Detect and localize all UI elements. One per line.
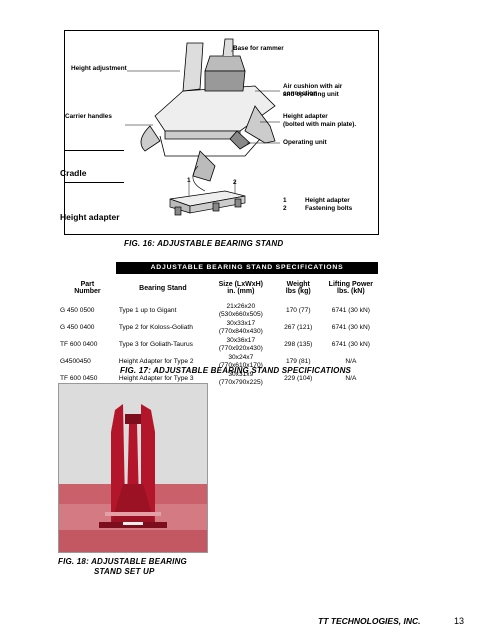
bearing-stand-photo-drawing bbox=[59, 384, 207, 552]
legend-2-text: Fastening bolts bbox=[305, 205, 353, 212]
fig16-caption: FIG. 16: ADJUSTABLE BEARING STAND bbox=[124, 239, 284, 248]
cell-size-inches: 21x26x20 bbox=[226, 302, 256, 310]
header-lifting-line2: lbs. (kN) bbox=[337, 288, 365, 295]
cell-size-mm: (770x840x430) bbox=[218, 327, 263, 335]
cell-size-inches: 30x31x9 bbox=[228, 370, 254, 378]
header-weight-line1: Weight bbox=[286, 281, 310, 288]
fig18-caption-line1: FIG. 18: ADJUSTABLE BEARING bbox=[58, 557, 187, 566]
footer-company: TT TECHNOLOGIES, INC. bbox=[318, 616, 421, 626]
divider-line bbox=[64, 150, 124, 151]
cell-size-mm: (770x920x430) bbox=[218, 344, 263, 352]
header-lifting: Lifting Power lbs. (kN) bbox=[324, 274, 378, 302]
label-air-cushion: Air cushion with air connection bbox=[283, 83, 343, 98]
cell-size-mm: (770x610x170) bbox=[218, 361, 263, 369]
cell-weight: 179 (81) bbox=[285, 358, 311, 365]
table-row: G 450 0500 Type 1 up to Gigant 21x26x20(53… bbox=[58, 302, 378, 319]
cell-bearing-stand: Height Adapter for Type 3 bbox=[118, 375, 194, 382]
cell-lifting-power: 6741 (30 kN) bbox=[331, 307, 370, 314]
cell-bearing-stand: Type 3 for Goliath-Taurus bbox=[118, 341, 193, 348]
label-height-adapter-bolted: Height adapter bbox=[283, 113, 328, 120]
label-cradle: Cradle bbox=[60, 168, 87, 178]
cell-size: 30x33x17(770x840x430) bbox=[209, 319, 273, 336]
header-lifting-line1: Lifting Power bbox=[328, 281, 374, 288]
cell-bearing-stand: Height Adapter for Type 2 bbox=[118, 358, 194, 365]
header-weight: Weight lbs (kg) bbox=[273, 274, 324, 302]
legend-1-num: 1 bbox=[283, 197, 287, 204]
cell-part-number: G 450 0500 bbox=[60, 307, 95, 314]
cell-size-inches: 30x36x17 bbox=[226, 336, 256, 344]
divider-line bbox=[64, 182, 124, 183]
spec-header-row: Part Number Bearing Stand Size (LxWxH) i… bbox=[58, 274, 378, 302]
fig18-caption-line2: STAND SET UP bbox=[94, 567, 155, 576]
header-weight-line2: lbs (kg) bbox=[285, 288, 311, 295]
cell-size: 30x24x7(770x610x170) bbox=[209, 353, 273, 370]
cell-size: 30x36x17(770x920x430) bbox=[209, 336, 273, 353]
cell-weight: 267 (121) bbox=[284, 324, 313, 331]
header-bearing: Bearing Stand bbox=[139, 284, 187, 292]
cell-size-mm: (530x660x505) bbox=[218, 310, 263, 318]
header-size-line1: Size (LxWxH) bbox=[218, 281, 263, 288]
bearing-stand-illustration bbox=[125, 38, 280, 216]
table-row: TF 600 0400 Type 3 for Goliath-Taurus 30x3… bbox=[58, 336, 378, 353]
label-height-adapter: Height adapter bbox=[60, 212, 120, 222]
cell-lifting-power: N/A bbox=[345, 358, 357, 365]
spec-table-body: G 450 0500 Type 1 up to Gigant 21x26x20(53… bbox=[58, 302, 378, 387]
page-number: 13 bbox=[454, 616, 465, 626]
cell-weight: 170 (77) bbox=[285, 307, 311, 314]
cell-part-number: G 450 0400 bbox=[60, 324, 95, 331]
cell-weight: 298 (135) bbox=[284, 341, 313, 348]
cell-weight: 229 (104) bbox=[284, 375, 313, 382]
cell-part-number: TF 600 0450 bbox=[60, 375, 98, 382]
table-row: G 450 0400 Type 2 for Koloss-Goliath 30x33… bbox=[58, 319, 378, 336]
spec-table: Part Number Bearing Stand Size (LxWxH) i… bbox=[58, 274, 378, 387]
cell-size: 30x31x9(770x790x225) bbox=[209, 370, 273, 387]
fig17-caption: FIG. 17: ADJUSTABLE BEARING STAND SPECIF… bbox=[120, 366, 352, 375]
label-height-adapter-bolted-2: (bolted with main plate). bbox=[283, 121, 357, 128]
callout-1: 1 bbox=[187, 177, 191, 184]
label-base-for-rammer: Base for rammer bbox=[233, 45, 284, 52]
bearing-stand-photo bbox=[58, 383, 208, 553]
label-carrier-handles: Carrier handles bbox=[65, 113, 112, 120]
table-row: G4500450 Height Adapter for Type 2 30x24x7… bbox=[58, 353, 378, 370]
cell-lifting-power: N/A bbox=[345, 375, 357, 382]
cell-lifting-power: 6741 (30 kN) bbox=[331, 324, 370, 331]
label-air-cushion-2: and operating unit bbox=[283, 91, 339, 98]
cell-size-inches: 30x33x17 bbox=[226, 319, 256, 327]
legend-2-num: 2 bbox=[283, 205, 287, 212]
header-part-line1: Part bbox=[80, 281, 95, 288]
spec-table-title: ADJUSTABLE BEARING STAND SPECIFICATIONS bbox=[116, 262, 378, 274]
header-size-line2: in. (mm) bbox=[227, 288, 255, 295]
cell-size: 21x26x20(530x660x505) bbox=[209, 302, 273, 319]
label-height-adjustment: Height adjustment bbox=[71, 65, 127, 72]
label-operating-unit: Operating unit bbox=[283, 139, 327, 146]
spec-table-block: ADJUSTABLE BEARING STAND SPECIFICATIONS … bbox=[58, 262, 378, 387]
cell-part-number: TF 600 0400 bbox=[60, 341, 98, 348]
legend-1-text: Height adapter bbox=[305, 197, 350, 204]
cell-part-number: G4500450 bbox=[60, 358, 91, 365]
header-size: Size (LxWxH) in. (mm) bbox=[209, 274, 273, 302]
header-part: Part Number bbox=[58, 274, 117, 302]
callout-2: 2 bbox=[233, 179, 237, 186]
fig16-frame: Base for rammer Height adjustment Air cu… bbox=[64, 30, 379, 235]
header-part-line2: Number bbox=[74, 288, 101, 295]
cell-bearing-stand: Type 2 for Koloss-Goliath bbox=[118, 324, 193, 331]
cell-size-inches: 30x24x7 bbox=[228, 353, 254, 361]
cell-bearing-stand: Type 1 up to Gigant bbox=[118, 307, 177, 314]
table-row: TF 600 0450 Height Adapter for Type 3 30x3… bbox=[58, 370, 378, 387]
cell-lifting-power: 6741 (30 kN) bbox=[331, 341, 370, 348]
cell-size-mm: (770x790x225) bbox=[218, 378, 263, 386]
